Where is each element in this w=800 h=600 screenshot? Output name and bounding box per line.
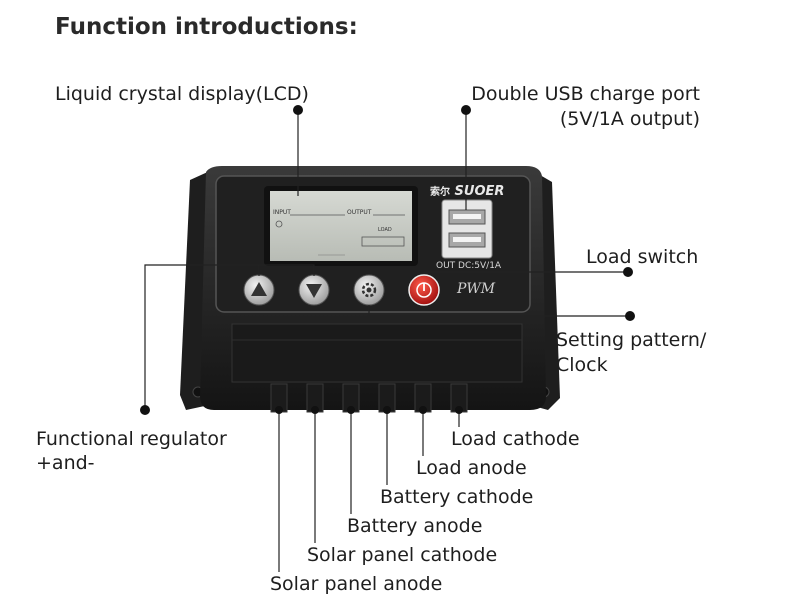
usb-housing	[441, 199, 493, 259]
lcd-input-label: INPUT	[273, 209, 291, 216]
label-regulator-line2: +and-	[36, 452, 95, 474]
label-lcd: Liquid crystal display(LCD)	[55, 83, 309, 105]
pwm-label: PWM	[457, 281, 496, 297]
lcd-load-label: LOAD	[378, 227, 392, 233]
lcd-screen	[270, 191, 412, 261]
label-load-cathode: Load cathode	[451, 428, 580, 450]
label-setting-line2: Clock	[556, 354, 608, 376]
label-regulator-line1: Functional regulator	[36, 428, 227, 450]
label-solar-anode: Solar panel anode	[270, 573, 443, 595]
label-battery-cathode: Battery cathode	[380, 486, 534, 508]
label-usb-line1: Double USB charge port	[471, 83, 700, 105]
terminal-cover	[231, 323, 523, 383]
lcd-output-label: OUTPUT	[347, 209, 372, 216]
label-solar-cathode: Solar panel cathode	[307, 544, 498, 566]
label-load-switch: Load switch	[586, 246, 699, 268]
label-setting-line1: Setting pattern/	[556, 329, 707, 351]
label-battery-anode: Battery anode	[347, 515, 483, 537]
usb-output-text: OUT DC:5V/1A	[436, 261, 502, 271]
label-load-anode: Load anode	[416, 457, 527, 479]
page-title: Function introductions:	[55, 14, 358, 40]
brand-logo: 索尔 SUOER	[430, 184, 505, 199]
terminal-posts	[270, 383, 468, 413]
label-usb-line2: (5V/1A output)	[559, 108, 700, 130]
